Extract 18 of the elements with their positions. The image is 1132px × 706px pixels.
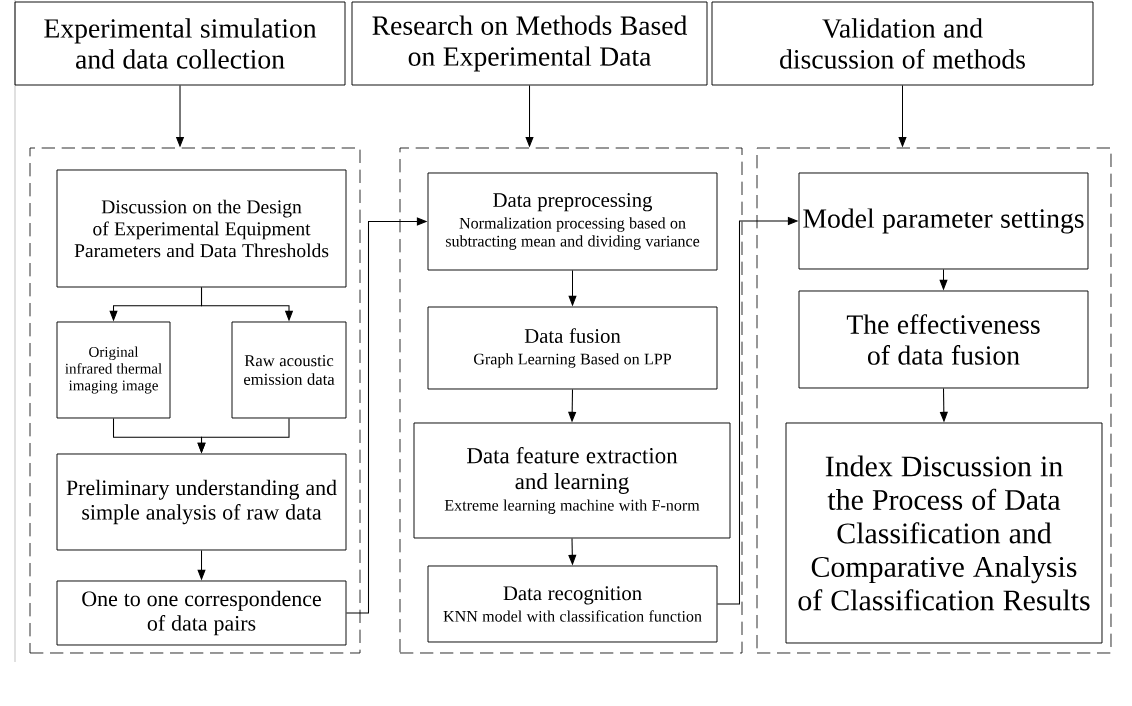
header-box: Research on Methods Based on Experimental Data [351, 1, 708, 86]
process-box: Index Discussion in the Process of Data Classification and Comparative Analysis of Classification Results [785, 422, 1103, 644]
dashed-frame [399, 147, 743, 654]
process-box: Preliminary understanding and simple analysis of raw data [56, 453, 347, 551]
process-box: The effectiveness of data fusion [798, 290, 1089, 389]
process-box: Discussion on the Design of Experimental Equipment Parameters and Data Thresholds [56, 169, 347, 288]
process-box: Data fusion Graph Learning Based on LPP [427, 306, 718, 390]
process-box: Raw acoustic emission data [231, 321, 347, 419]
process-box: Data recognition KNN model with classification function [427, 565, 718, 643]
process-box: Data preprocessing Normalization processing based on subtracting mean and dividing variance [427, 172, 718, 271]
process-box: Data feature extraction and learning Extreme learning machine with F-norm [413, 422, 731, 539]
process-box: Original infrared thermal imaging image [56, 321, 171, 419]
header-box: Experimental simulation and data collection [14, 1, 346, 86]
dashed-frame [29, 147, 361, 654]
process-box: Model parameter settings [798, 172, 1089, 270]
header-box: Validation and discussion of methods [711, 1, 1094, 86]
dashed-frame [756, 147, 1112, 654]
process-box: One to one correspondence of data pairs [56, 580, 347, 646]
